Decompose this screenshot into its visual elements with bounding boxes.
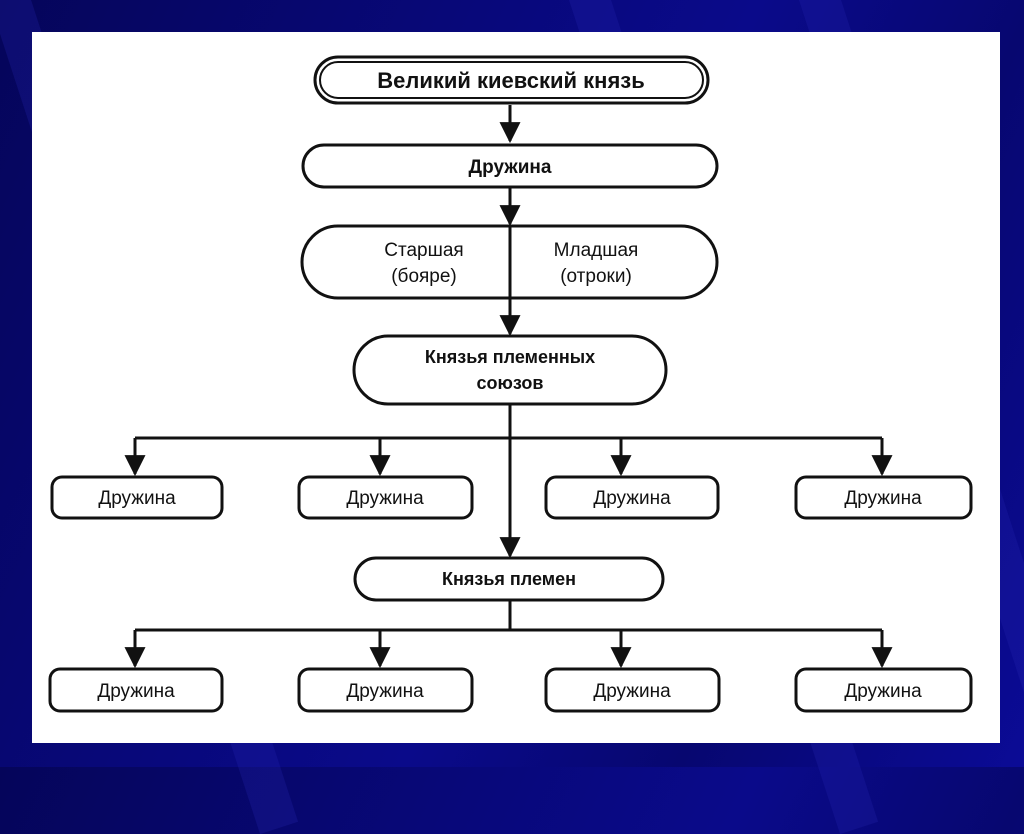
node-grand-prince: Великий киевский князь <box>313 55 710 105</box>
node-tribe-princes-label: Князья племен <box>442 569 576 589</box>
node-tribe-druzhina-4-label: Дружина <box>844 681 922 702</box>
node-union-princes: Князья племенных союзов <box>352 334 668 406</box>
node-tribe-druzhina-2: Дружина <box>297 667 474 713</box>
node-tribe-druzhina-1-label: Дружина <box>97 681 175 702</box>
node-junior-line2: (отроки) <box>560 266 632 287</box>
hierarchy-diagram: Великий киевский князь Дружина Старшая (… <box>48 55 973 713</box>
node-junior-line1: Младшая <box>554 240 639 261</box>
node-union-princes-line2: союзов <box>477 373 544 393</box>
node-tribe-druzhina-3: Дружина <box>544 667 721 713</box>
node-tribe-druzhina-3-label: Дружина <box>593 681 671 702</box>
node-union-druzhina-1: Дружина <box>50 475 224 520</box>
node-tribe-druzhina-4: Дружина <box>794 667 973 713</box>
node-tribe-druzhina-1: Дружина <box>48 667 224 713</box>
node-druzhina-main-label: Дружина <box>469 157 552 178</box>
node-senior-junior: Старшая (бояре) Младшая (отроки) <box>300 224 719 300</box>
node-senior-line1: Старшая <box>384 240 463 261</box>
node-union-druzhina-4-label: Дружина <box>844 488 922 509</box>
node-tribe-princes: Князья племен <box>353 556 665 602</box>
node-union-druzhina-3: Дружина <box>544 475 720 520</box>
node-senior-line2: (бояре) <box>391 266 457 287</box>
node-union-druzhina-1-label: Дружина <box>98 488 176 509</box>
node-tribe-druzhina-2-label: Дружина <box>346 681 424 702</box>
node-union-druzhina-4: Дружина <box>794 475 973 520</box>
node-grand-prince-label: Великий киевский князь <box>377 68 645 93</box>
node-union-druzhina-2: Дружина <box>297 475 474 520</box>
node-union-princes-line1: Князья племенных <box>425 347 595 367</box>
node-union-druzhina-3-label: Дружина <box>593 488 671 509</box>
node-druzhina-main: Дружина <box>301 143 719 189</box>
node-union-druzhina-2-label: Дружина <box>346 488 424 509</box>
